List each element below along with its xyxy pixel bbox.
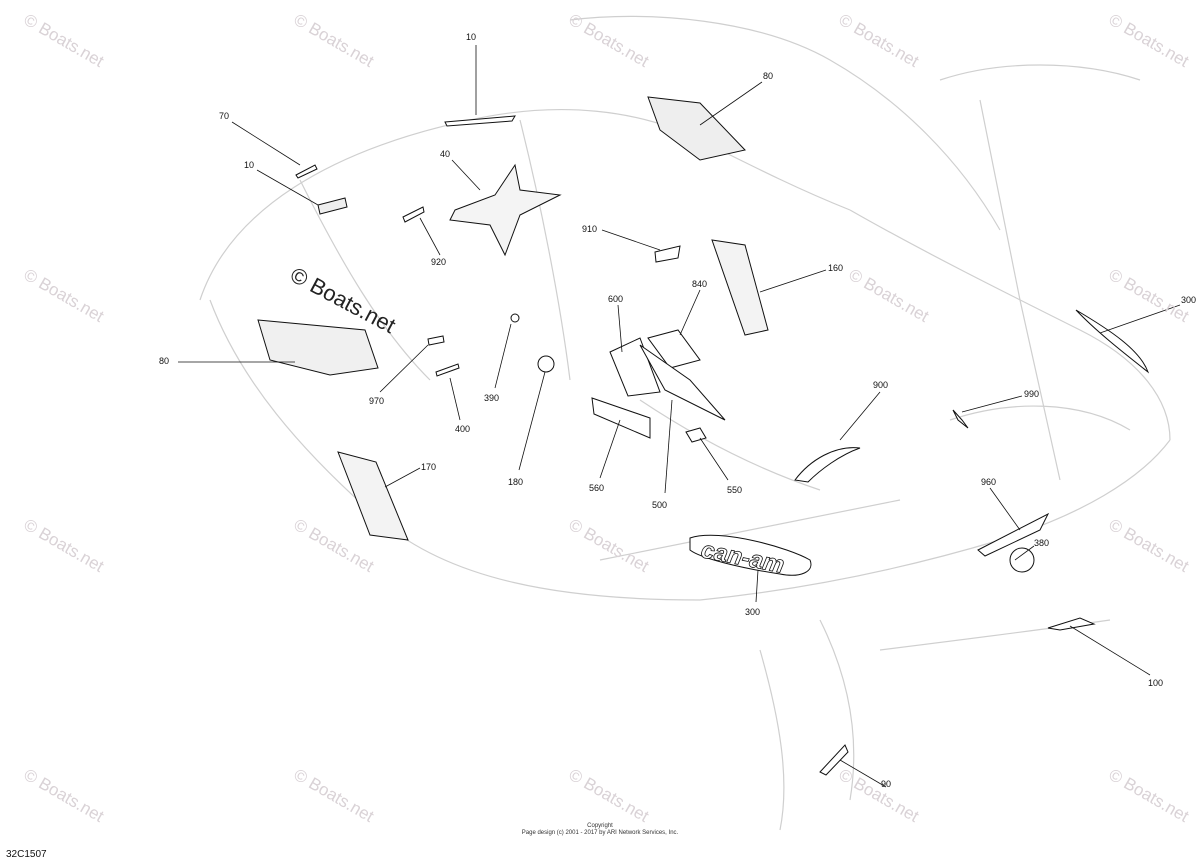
leader-line-500 (664, 399, 673, 494)
decal-80-top (647, 96, 746, 161)
callout-920: 920 (431, 257, 447, 267)
leader-line-380 (1014, 545, 1035, 561)
callout-550: 550 (727, 485, 743, 495)
decal-910 (654, 245, 681, 263)
leader-line-600 (617, 304, 623, 353)
leader-line-180 (518, 371, 546, 471)
decal-840 (647, 329, 701, 369)
decal-40-x (449, 163, 562, 257)
diagram-code: 32C1507 (6, 849, 47, 860)
callout-380: 380 (1034, 538, 1050, 548)
copyright-label: Copyright (587, 823, 613, 829)
callout-100: 100 (1148, 678, 1164, 688)
leader-line-390 (494, 323, 512, 389)
leader-line-560 (599, 419, 621, 479)
decal-900 (794, 447, 861, 483)
decal-160 (711, 239, 769, 336)
leader-line-160 (759, 269, 827, 293)
decal-100 (1047, 617, 1096, 631)
decal-380 (1009, 547, 1035, 573)
decal-920 (402, 206, 425, 223)
leader-line-990 (961, 395, 1023, 413)
copyright-notice: Copyright Page design (c) 2001 - 2017 by… (500, 823, 700, 837)
callout-840: 840 (692, 279, 708, 289)
decal-90 (819, 744, 849, 776)
callout-90: 90 (881, 779, 892, 789)
decal-960 (977, 512, 1050, 557)
callout-10: 10 (244, 160, 255, 170)
decal-80-left (257, 319, 379, 376)
callout-390: 390 (484, 393, 500, 403)
callout-300: 300 (1181, 295, 1197, 305)
decal-390 (510, 313, 520, 323)
leader-line-170 (384, 467, 421, 488)
decal-10-left (317, 197, 348, 215)
decal-970 (427, 335, 445, 346)
leader-line-300 (755, 569, 759, 603)
callout-560: 560 (589, 483, 605, 493)
decal-600 (609, 337, 661, 397)
callout-180: 180 (508, 477, 524, 487)
decal-500 (639, 344, 726, 421)
decal-300-right (1075, 309, 1150, 374)
decal-400 (435, 363, 460, 377)
leader-line-910 (601, 229, 661, 251)
callout-400: 400 (455, 424, 471, 434)
leader-line-400 (449, 377, 461, 421)
decal-parts (257, 96, 1150, 776)
leader-line-960 (989, 487, 1021, 531)
decal-170 (337, 451, 409, 541)
leader-line-70 (231, 121, 301, 166)
leader-line-40 (451, 159, 481, 191)
leader-line-920 (419, 217, 441, 256)
leader-line-80 (699, 81, 763, 126)
leader-line-550 (699, 437, 729, 481)
callout-500: 500 (652, 500, 668, 510)
decal-560 (591, 397, 651, 439)
callout-990: 990 (1024, 389, 1040, 399)
leader-line-900 (839, 391, 881, 441)
leader-line-100 (1069, 625, 1151, 676)
callout-160: 160 (828, 263, 844, 273)
leader-line-90 (839, 759, 887, 788)
can-am-logo-outline (689, 534, 812, 576)
decal-10-top (444, 115, 516, 127)
decal-180 (537, 355, 555, 373)
leader-lines (178, 45, 1181, 788)
callout-600: 600 (608, 294, 624, 304)
callout-300: 300 (745, 607, 761, 617)
leader-line-970 (379, 344, 429, 393)
decal-550 (685, 427, 707, 443)
callout-70: 70 (219, 111, 230, 121)
callout-10: 10 (466, 32, 477, 42)
callout-910: 910 (582, 224, 598, 234)
decal-70 (295, 164, 318, 179)
callout-970: 970 (369, 396, 385, 406)
callout-80: 80 (763, 71, 774, 81)
leader-line-10 (256, 169, 319, 206)
leader-line-300 (1099, 304, 1181, 334)
callout-960: 960 (981, 477, 997, 487)
callout-900: 900 (873, 380, 889, 390)
callout-170: 170 (421, 462, 437, 472)
leader-line-840 (679, 289, 701, 336)
copyright-text: Page design (c) 2001 - 2017 by ARI Netwo… (521, 830, 679, 837)
callout-40: 40 (440, 149, 451, 159)
decal-990 (952, 409, 969, 429)
callout-80: 80 (159, 356, 170, 366)
